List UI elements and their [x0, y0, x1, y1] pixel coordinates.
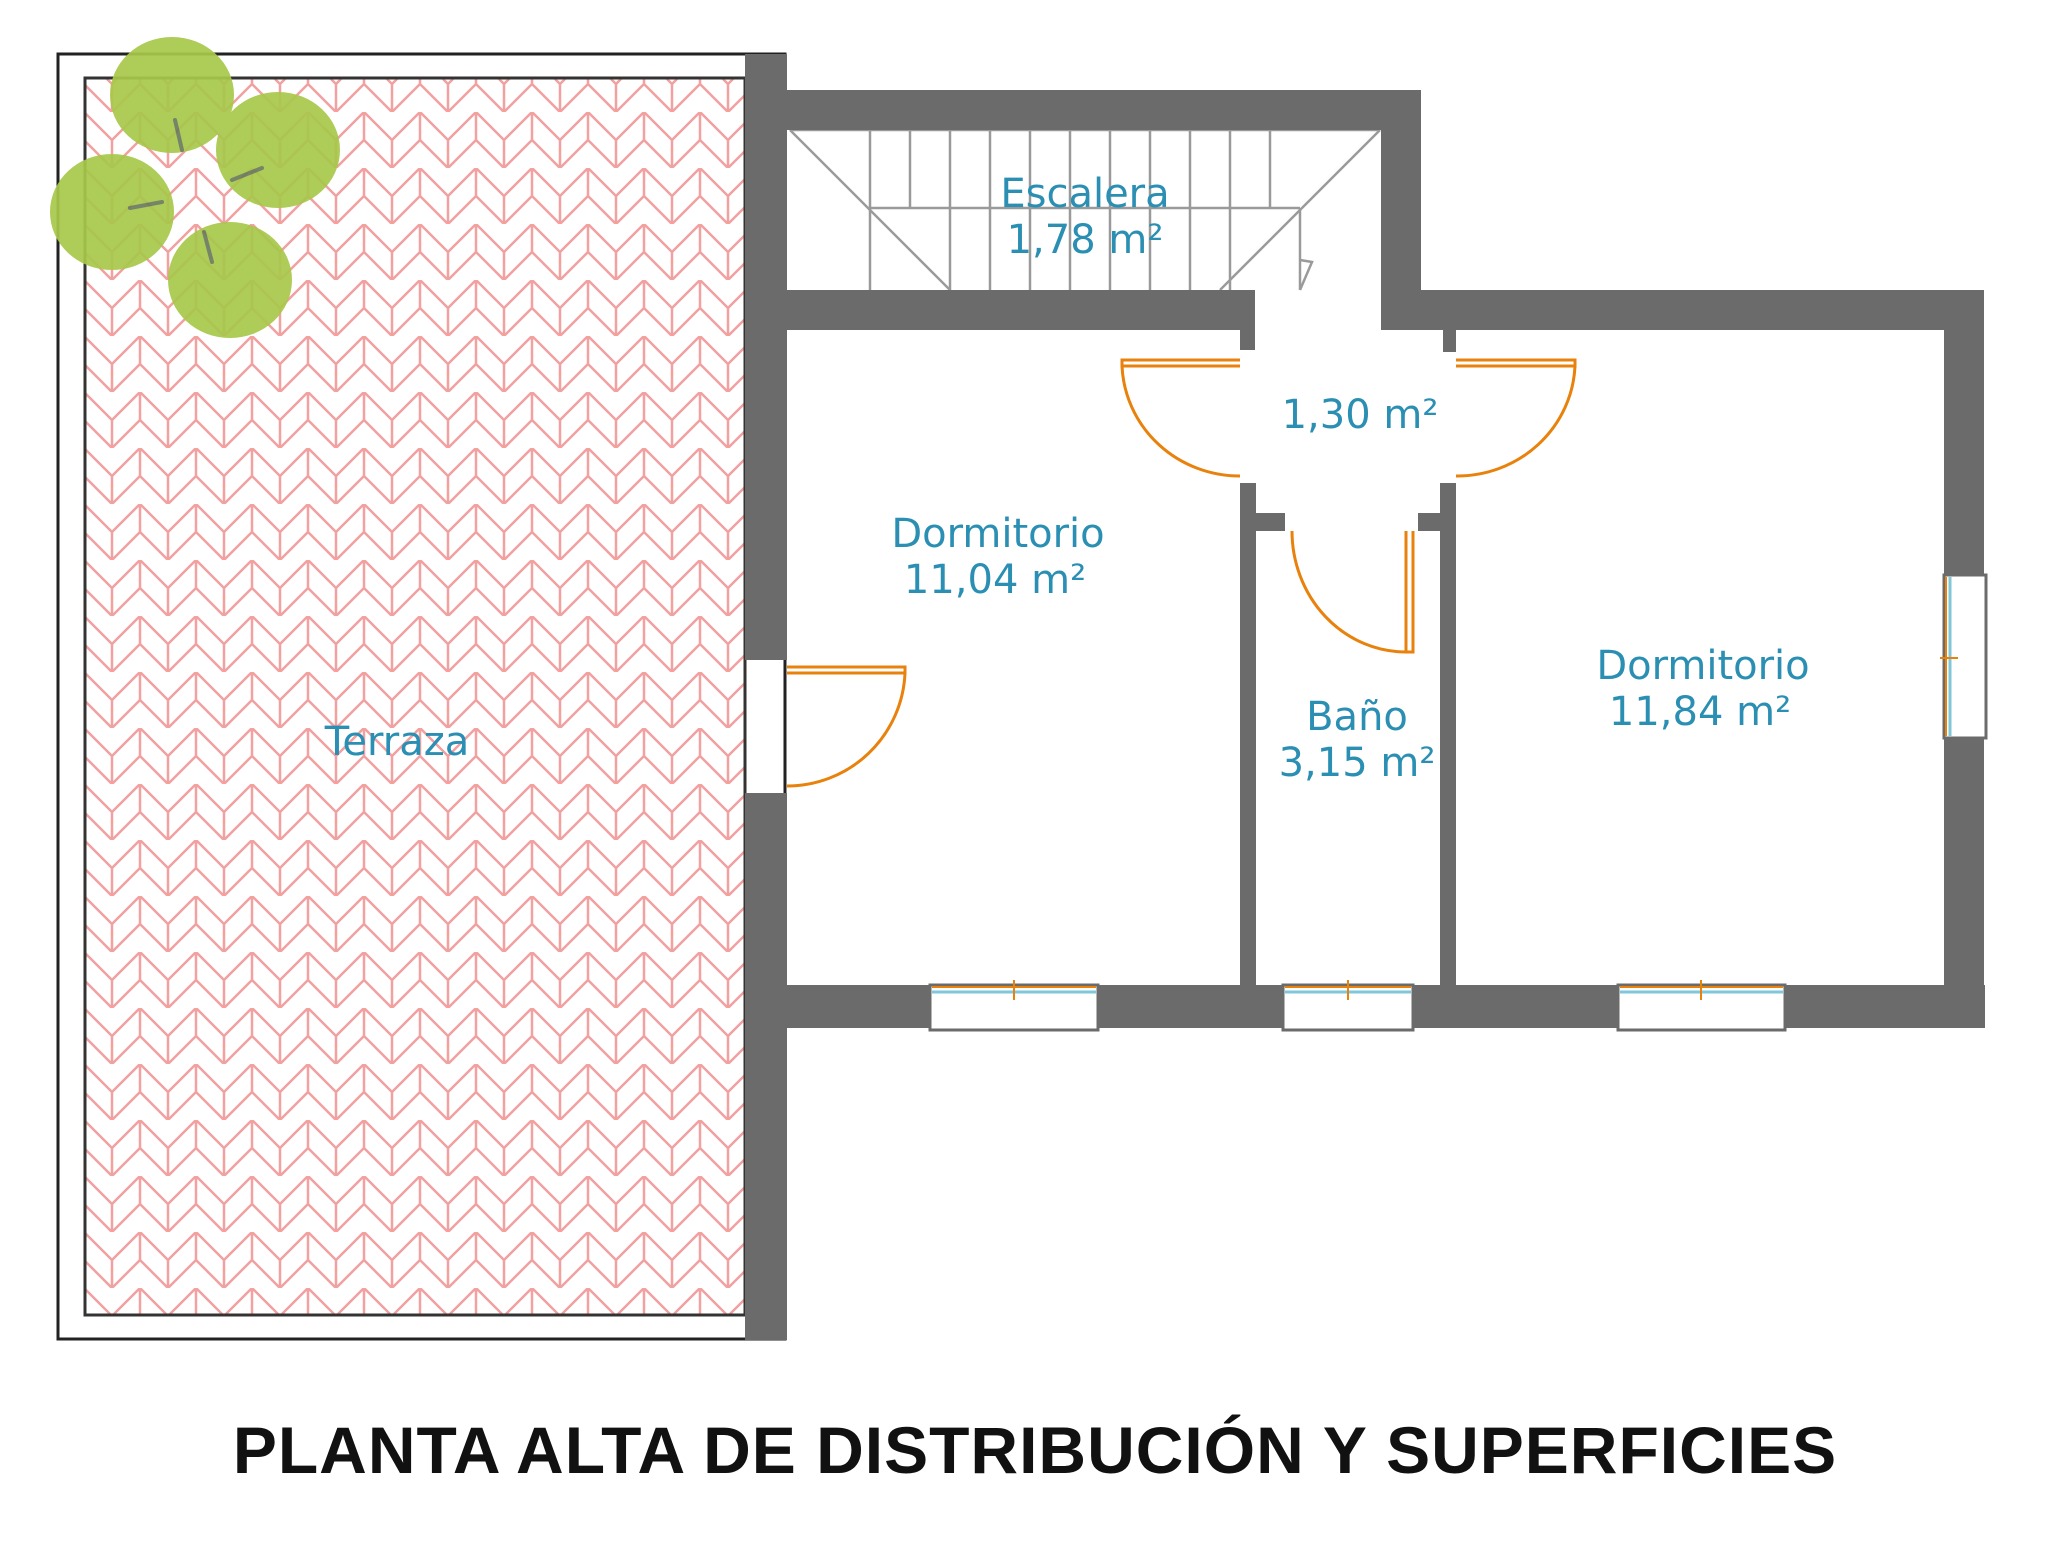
windows	[928, 573, 1988, 1032]
four-leaf-logo-icon	[50, 37, 340, 338]
escalera-area: 1,78 m²	[1007, 217, 1164, 263]
door-dormitorio-2	[1455, 358, 1577, 478]
bano-name: Baño	[1306, 694, 1408, 740]
pasillo-area: 1,30 m²	[1282, 392, 1439, 438]
terraza-name: Terraza	[324, 719, 469, 765]
door-dormitorio-1	[1120, 358, 1241, 478]
dormitorio-2-area: 11,84 m²	[1609, 689, 1791, 735]
dormitorio-1-area: 11,04 m²	[904, 557, 1086, 603]
walls	[745, 54, 1985, 1340]
doors	[786, 358, 1577, 788]
door-bano	[1290, 530, 1415, 654]
escalera-name: Escalera	[1000, 171, 1169, 217]
window-marks	[932, 577, 1958, 1000]
terrace	[56, 52, 787, 1341]
dormitorio-2-name: Dormitorio	[1596, 643, 1809, 689]
bano-area: 3,15 m²	[1279, 740, 1436, 786]
door-terraza	[786, 665, 907, 788]
page-title: PLANTA ALTA DE DISTRIBUCIÓN Y SUPERFICIE…	[232, 1413, 1838, 1487]
dormitorio-1-name: Dormitorio	[891, 511, 1104, 557]
